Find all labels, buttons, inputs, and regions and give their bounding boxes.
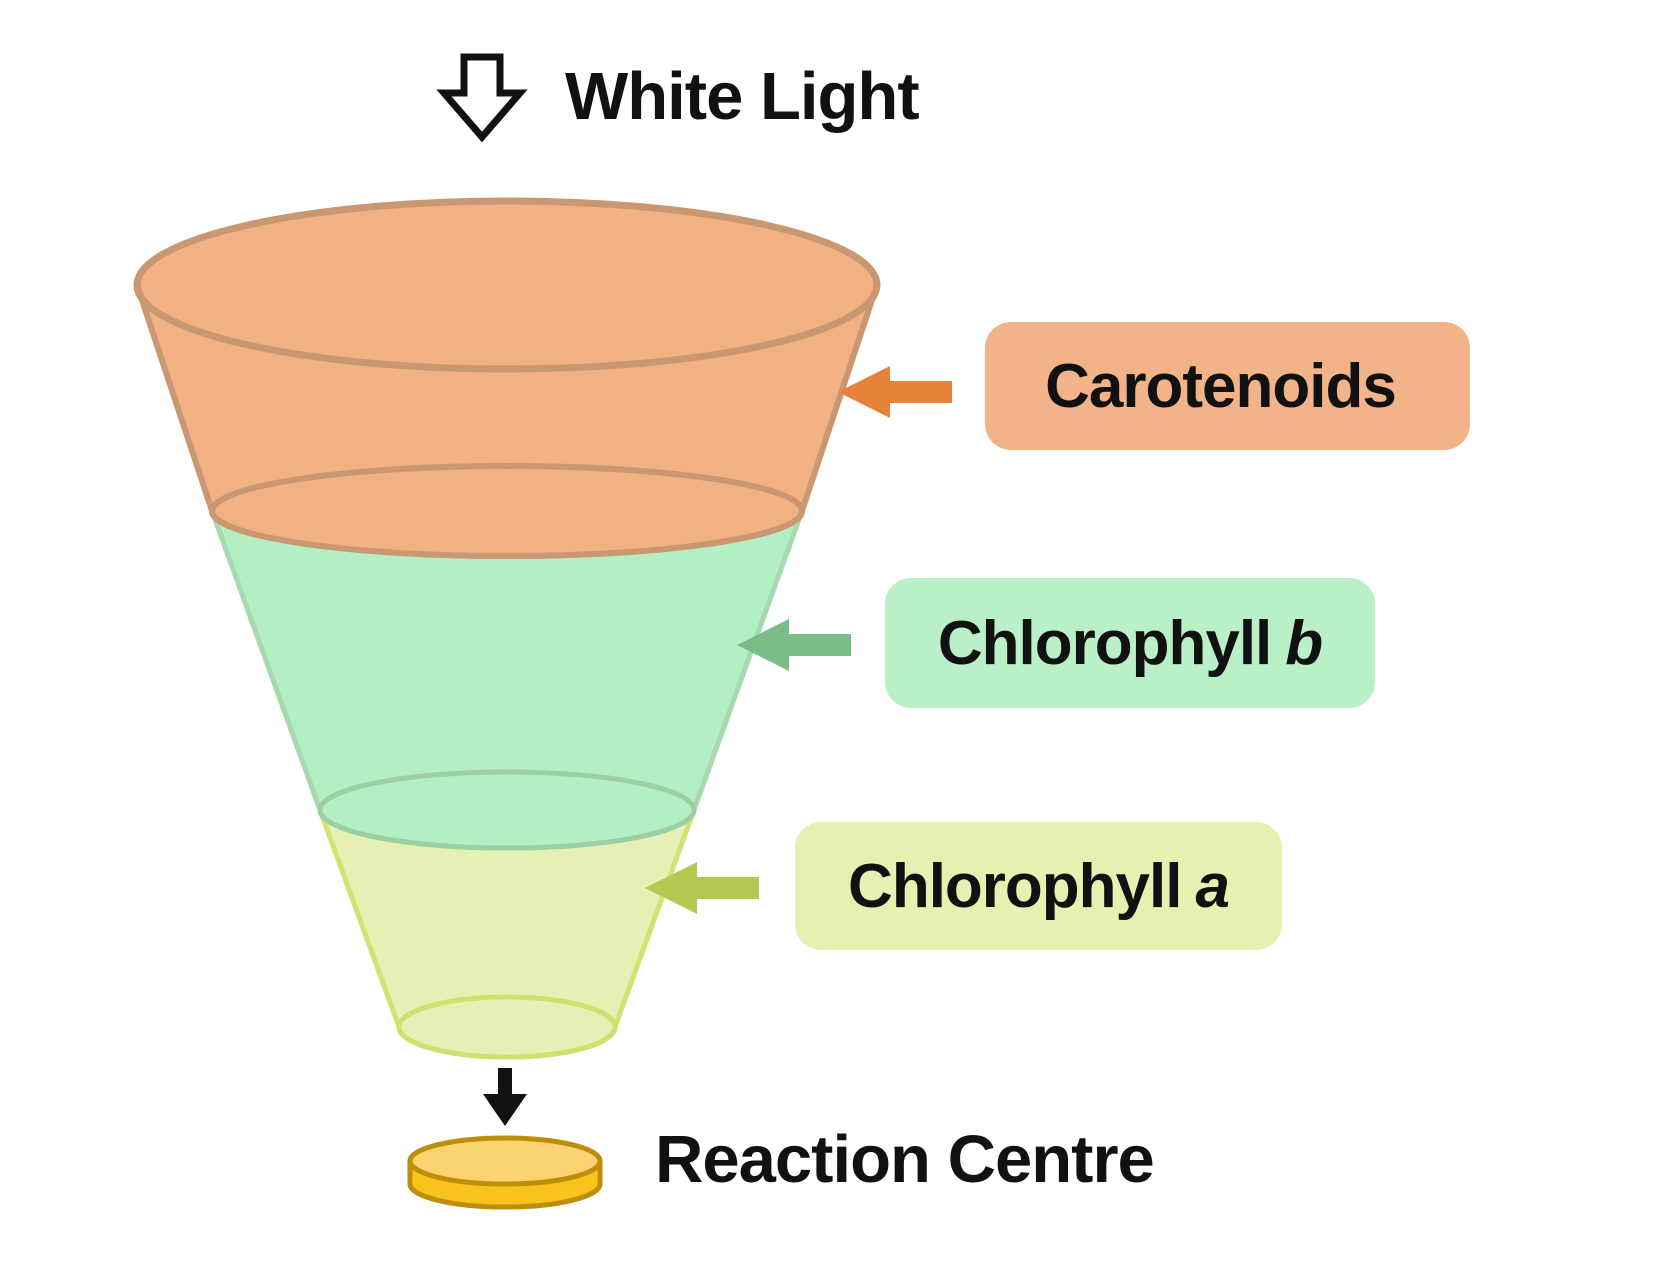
chlorophyll-b-label-italic: b <box>1285 608 1323 678</box>
funnel-bottom-rim <box>396 994 618 1060</box>
chlorophyll-a-arrow-icon <box>645 862 759 914</box>
chlorophyll-a-label-italic: a <box>1195 851 1229 921</box>
carotenoids-label-box: Carotenoids <box>985 322 1470 450</box>
reaction-centre-disc-top <box>407 1135 603 1187</box>
funnel-output-arrow-icon <box>483 1068 527 1126</box>
white-light-down-arrow-icon <box>436 53 528 143</box>
chlorophyll-b-arrow-icon <box>737 619 851 671</box>
funnel-mid-lower-rim <box>317 769 697 851</box>
reaction-centre-label: Reaction Centre <box>655 1122 1155 1197</box>
carotenoids-label: Carotenoids <box>1045 351 1397 421</box>
carotenoids-arrow-icon <box>838 366 952 418</box>
chlorophyll-a-label: Chlorophyll <box>848 851 1182 921</box>
white-light-label: White Light <box>565 59 920 134</box>
chlorophyll-b-label: Chlorophyll <box>937 608 1272 678</box>
funnel-mid-upper-rim <box>209 463 805 559</box>
funnel-top-rim <box>133 197 881 373</box>
